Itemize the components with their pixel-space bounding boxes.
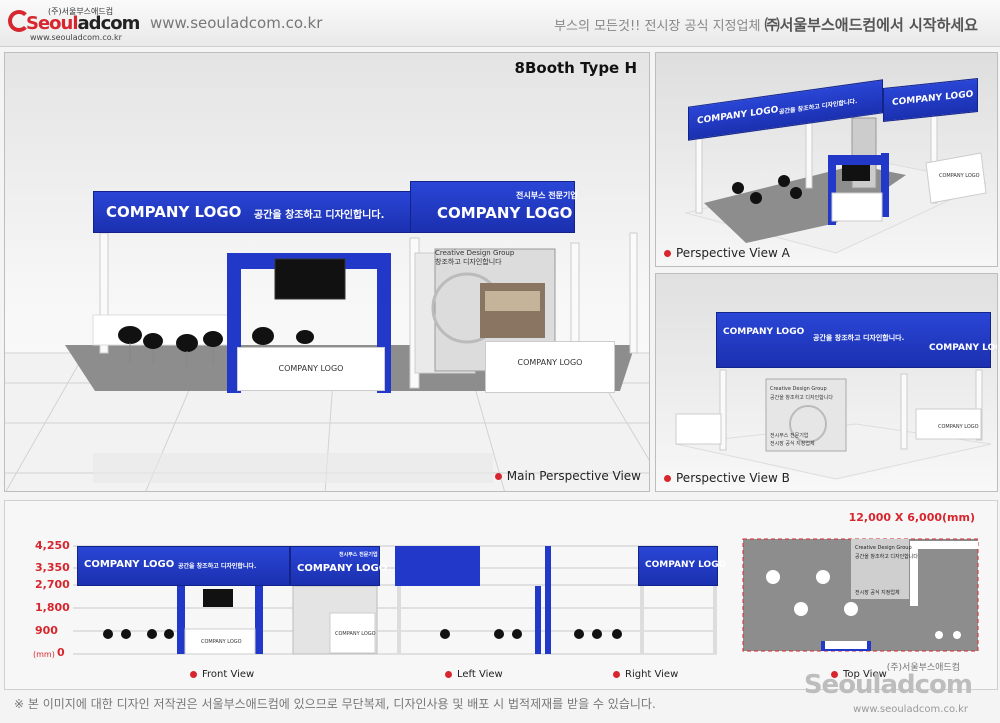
right-fascia: COMPANY LOGO — [638, 546, 726, 586]
main-booth-render — [5, 232, 649, 491]
b-counter-logo: COMPANY LOGO — [938, 424, 979, 430]
logo-korean-name: (주)서울부스애드컴 — [48, 7, 114, 16]
front-counter-logo-2: COMPANY LOGO — [335, 631, 376, 637]
scale-tick-2700: 2,700 — [35, 578, 70, 591]
fascia-left-logo: COMPANY LOGO — [106, 203, 242, 221]
a-caption: Perspective View A — [664, 246, 790, 260]
red-dot-icon — [664, 475, 671, 482]
scale-tick-4250: 4,250 — [35, 539, 70, 552]
top-graphic-title: Creative Design Group — [855, 545, 912, 551]
logo-brand: Seouladcom — [26, 13, 140, 34]
front-fascia-left: COMPANY LOGO 공간을 창조하고 디자인합니다. — [77, 546, 290, 586]
counter-left-logo: COMPANY LOGO — [278, 364, 344, 373]
front-view-caption: Front View — [190, 669, 254, 680]
fascia-left-slogan: 공간을 창조하고 디자인합니다. — [254, 210, 385, 221]
main-caption: Main Perspective View — [494, 469, 641, 483]
fascia-right-logo: COMPANY LOGO — [437, 204, 573, 222]
elevation-panel: 12,000 X 6,000(mm) 4,250 3,350 2,700 1,8… — [4, 500, 998, 690]
main-graphic-title: Creative Design Group — [435, 249, 515, 257]
scale-tick-900: 900 — [35, 624, 58, 637]
a-fascia-logo: COMPANY LOGO — [697, 105, 779, 127]
logo-swoosh-icon — [8, 10, 30, 32]
main-perspective-panel: COMPANY LOGO 공간을 창조하고 디자인합니다. 전시부스 전문기업 … — [4, 52, 650, 492]
front-fascia-logo-2: COMPANY LOGO — [297, 563, 388, 574]
red-dot-icon — [190, 670, 197, 678]
copyright-notice: ※ 본 이미지에 대한 디자인 저작권은 서울부스애드컴에 있으므로 무단복제,… — [14, 697, 656, 711]
front-fascia-logo: COMPANY LOGO — [84, 559, 175, 570]
b-caption: Perspective View B — [664, 471, 790, 485]
top-graphic-line: 공간을 창조하고 디자인합니다 — [855, 554, 918, 560]
logo-url: www.seouladcom.co.kr — [30, 33, 122, 42]
red-dot-icon — [613, 670, 620, 678]
main-fascia-right: 전시부스 전문기업 COMPANY LOGO — [410, 181, 578, 233]
top-graphic-line2: 전시장 공식 지정업체 — [855, 590, 900, 596]
elevation-drawings — [73, 538, 979, 655]
company-logo[interactable]: (주)서울부스애드컴 Seouladcom www.seouladcom.co.… — [8, 6, 140, 42]
booth-dimension: 12,000 X 6,000(mm) — [848, 511, 975, 524]
front-counter-logo: COMPANY LOGO — [201, 639, 242, 645]
counter-right-logo: COMPANY LOGO — [517, 358, 583, 367]
red-dot-icon — [664, 250, 671, 257]
a-fascia-logo-2: COMPANY LOGO — [892, 89, 974, 109]
header-slogan: 부스의 모든것!! 전시장 공식 지정업체 ㈜서울부스애드컴에서 시작하세요 — [554, 16, 978, 34]
a-counter-logo: COMPANY LOGO — [939, 173, 980, 179]
main-graphic-line: 창조하고 디자인합니다 — [435, 258, 502, 266]
scale-tick-3350: 3,350 — [35, 561, 70, 574]
red-dot-icon — [831, 670, 838, 678]
b-fascia-slogan: 공간을 창조하고 디자인합니다. — [813, 334, 905, 342]
header-bar: (주)서울부스애드컴 Seouladcom www.seouladcom.co.… — [0, 0, 1000, 47]
b-fascia: COMPANY LOGO 공간을 창조하고 디자인합니다. COMPANY LO… — [716, 312, 997, 368]
front-fascia-sub: 전시부스 전문기업 — [339, 552, 378, 558]
b-graphic-line3: 전시장 공식 지정업체 — [770, 441, 815, 447]
footer-logo-brand: Seouladcom — [803, 670, 973, 700]
height-scale: 4,250 3,350 2,700 1,800 900 0 (mm) — [5, 501, 95, 689]
right-view-caption: Right View — [613, 669, 678, 680]
b-graphic-line: 공간을 창조하고 디자인합니다 — [770, 395, 833, 401]
scale-tick-0: 0 — [57, 646, 65, 659]
main-counter-left: COMPANY LOGO — [237, 347, 385, 391]
perspective-a-panel: COMPANY LOGO 공간을 창조하고 디자인합니다. COMPANY LO… — [655, 52, 998, 267]
perspective-b-render — [675, 369, 992, 480]
top-view-caption: Top View — [831, 669, 887, 680]
footer-logo[interactable]: (주)서울부스애드컴 Seouladcom www.seouladcom.co.… — [804, 660, 982, 720]
red-dot-icon — [445, 670, 452, 678]
perspective-b-panel: COMPANY LOGO 공간을 창조하고 디자인합니다. COMPANY LO… — [655, 273, 998, 492]
front-fascia-right: 전시부스 전문기업 COMPANY LOGO — [290, 546, 387, 586]
b-graphic-title: Creative Design Group — [770, 386, 827, 392]
footer-logo-url: www.seouladcom.co.kr — [853, 704, 968, 715]
fascia-right-sub: 전시부스 전문기업 — [516, 191, 578, 200]
a-fascia-slogan: 공간을 창조하고 디자인합니다. — [779, 97, 858, 116]
main-fascia-left: COMPANY LOGO 공간을 창조하고 디자인합니다. — [93, 191, 413, 233]
front-fascia-slogan: 공간을 창조하고 디자인합니다. — [178, 563, 257, 570]
perspective-a-render — [684, 102, 988, 254]
b-fascia-logo-2: COMPANY LOGO — [929, 343, 997, 353]
b-fascia-logo: COMPANY LOGO — [723, 327, 805, 337]
footer-logo-korean: (주)서울부스애드컴 — [886, 663, 960, 673]
site-url-link[interactable]: www.seouladcom.co.kr — [150, 14, 323, 32]
scale-unit: (mm) — [33, 650, 55, 659]
red-dot-icon — [494, 473, 502, 480]
b-graphic-line2: 전시부스 전문기업 — [770, 433, 809, 439]
booth-type-title: 8Booth Type H — [514, 59, 637, 77]
right-fascia-logo: COMPANY LOGO — [645, 560, 727, 570]
scale-tick-1800: 1,800 — [35, 601, 70, 614]
left-view-caption: Left View — [445, 669, 503, 680]
main-counter-right: COMPANY LOGO — [485, 341, 615, 393]
